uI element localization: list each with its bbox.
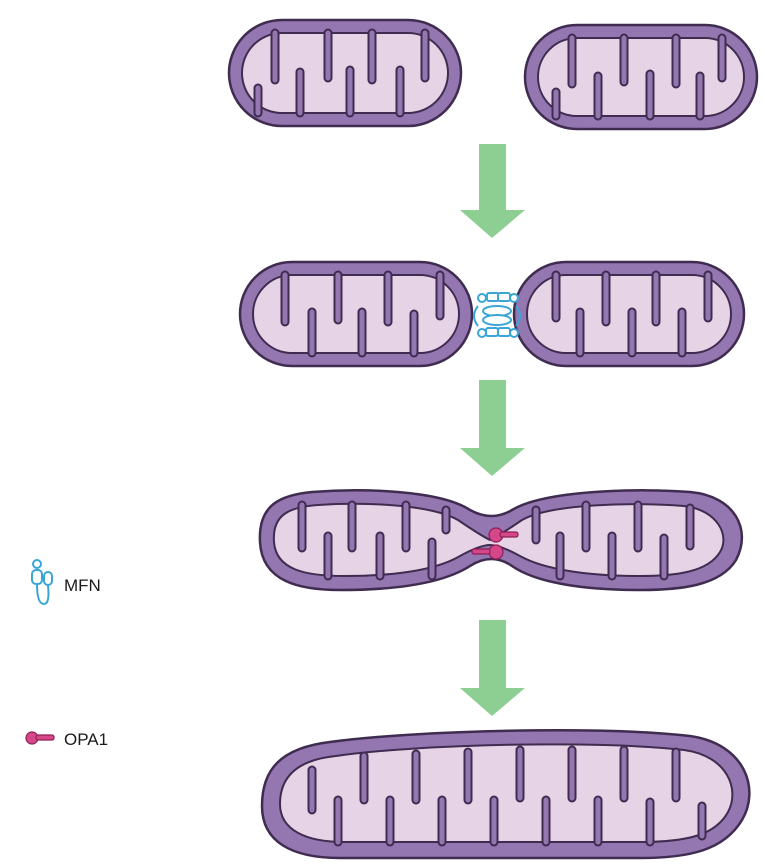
opa1-complex	[471, 527, 519, 560]
legend: MFN OPA1	[25, 559, 108, 749]
mitochondrion-left	[238, 260, 474, 368]
mitochondrion-left	[227, 18, 463, 128]
stage-outer-membrane-tethering	[238, 260, 746, 368]
mfn-tether-complex	[473, 292, 521, 338]
legend-item-mfn: MFN	[31, 559, 101, 606]
stage-separate-mitochondria	[227, 18, 759, 131]
legend-item-opa1: OPA1	[25, 730, 108, 749]
opa1-protein-icon	[25, 731, 55, 745]
stage-fused-mitochondrion	[260, 729, 751, 860]
arrow-down-3	[460, 620, 525, 716]
legend-label-mfn: MFN	[64, 576, 101, 595]
mitochondrion-right	[512, 260, 746, 368]
arrow-down-2	[460, 380, 525, 476]
mfn-protein-icon	[31, 559, 53, 606]
legend-label-opa1: OPA1	[64, 730, 108, 749]
arrow-down-1	[460, 144, 525, 238]
mitochondrion-right	[523, 23, 759, 131]
stage-inner-membrane-fusion	[258, 489, 744, 592]
